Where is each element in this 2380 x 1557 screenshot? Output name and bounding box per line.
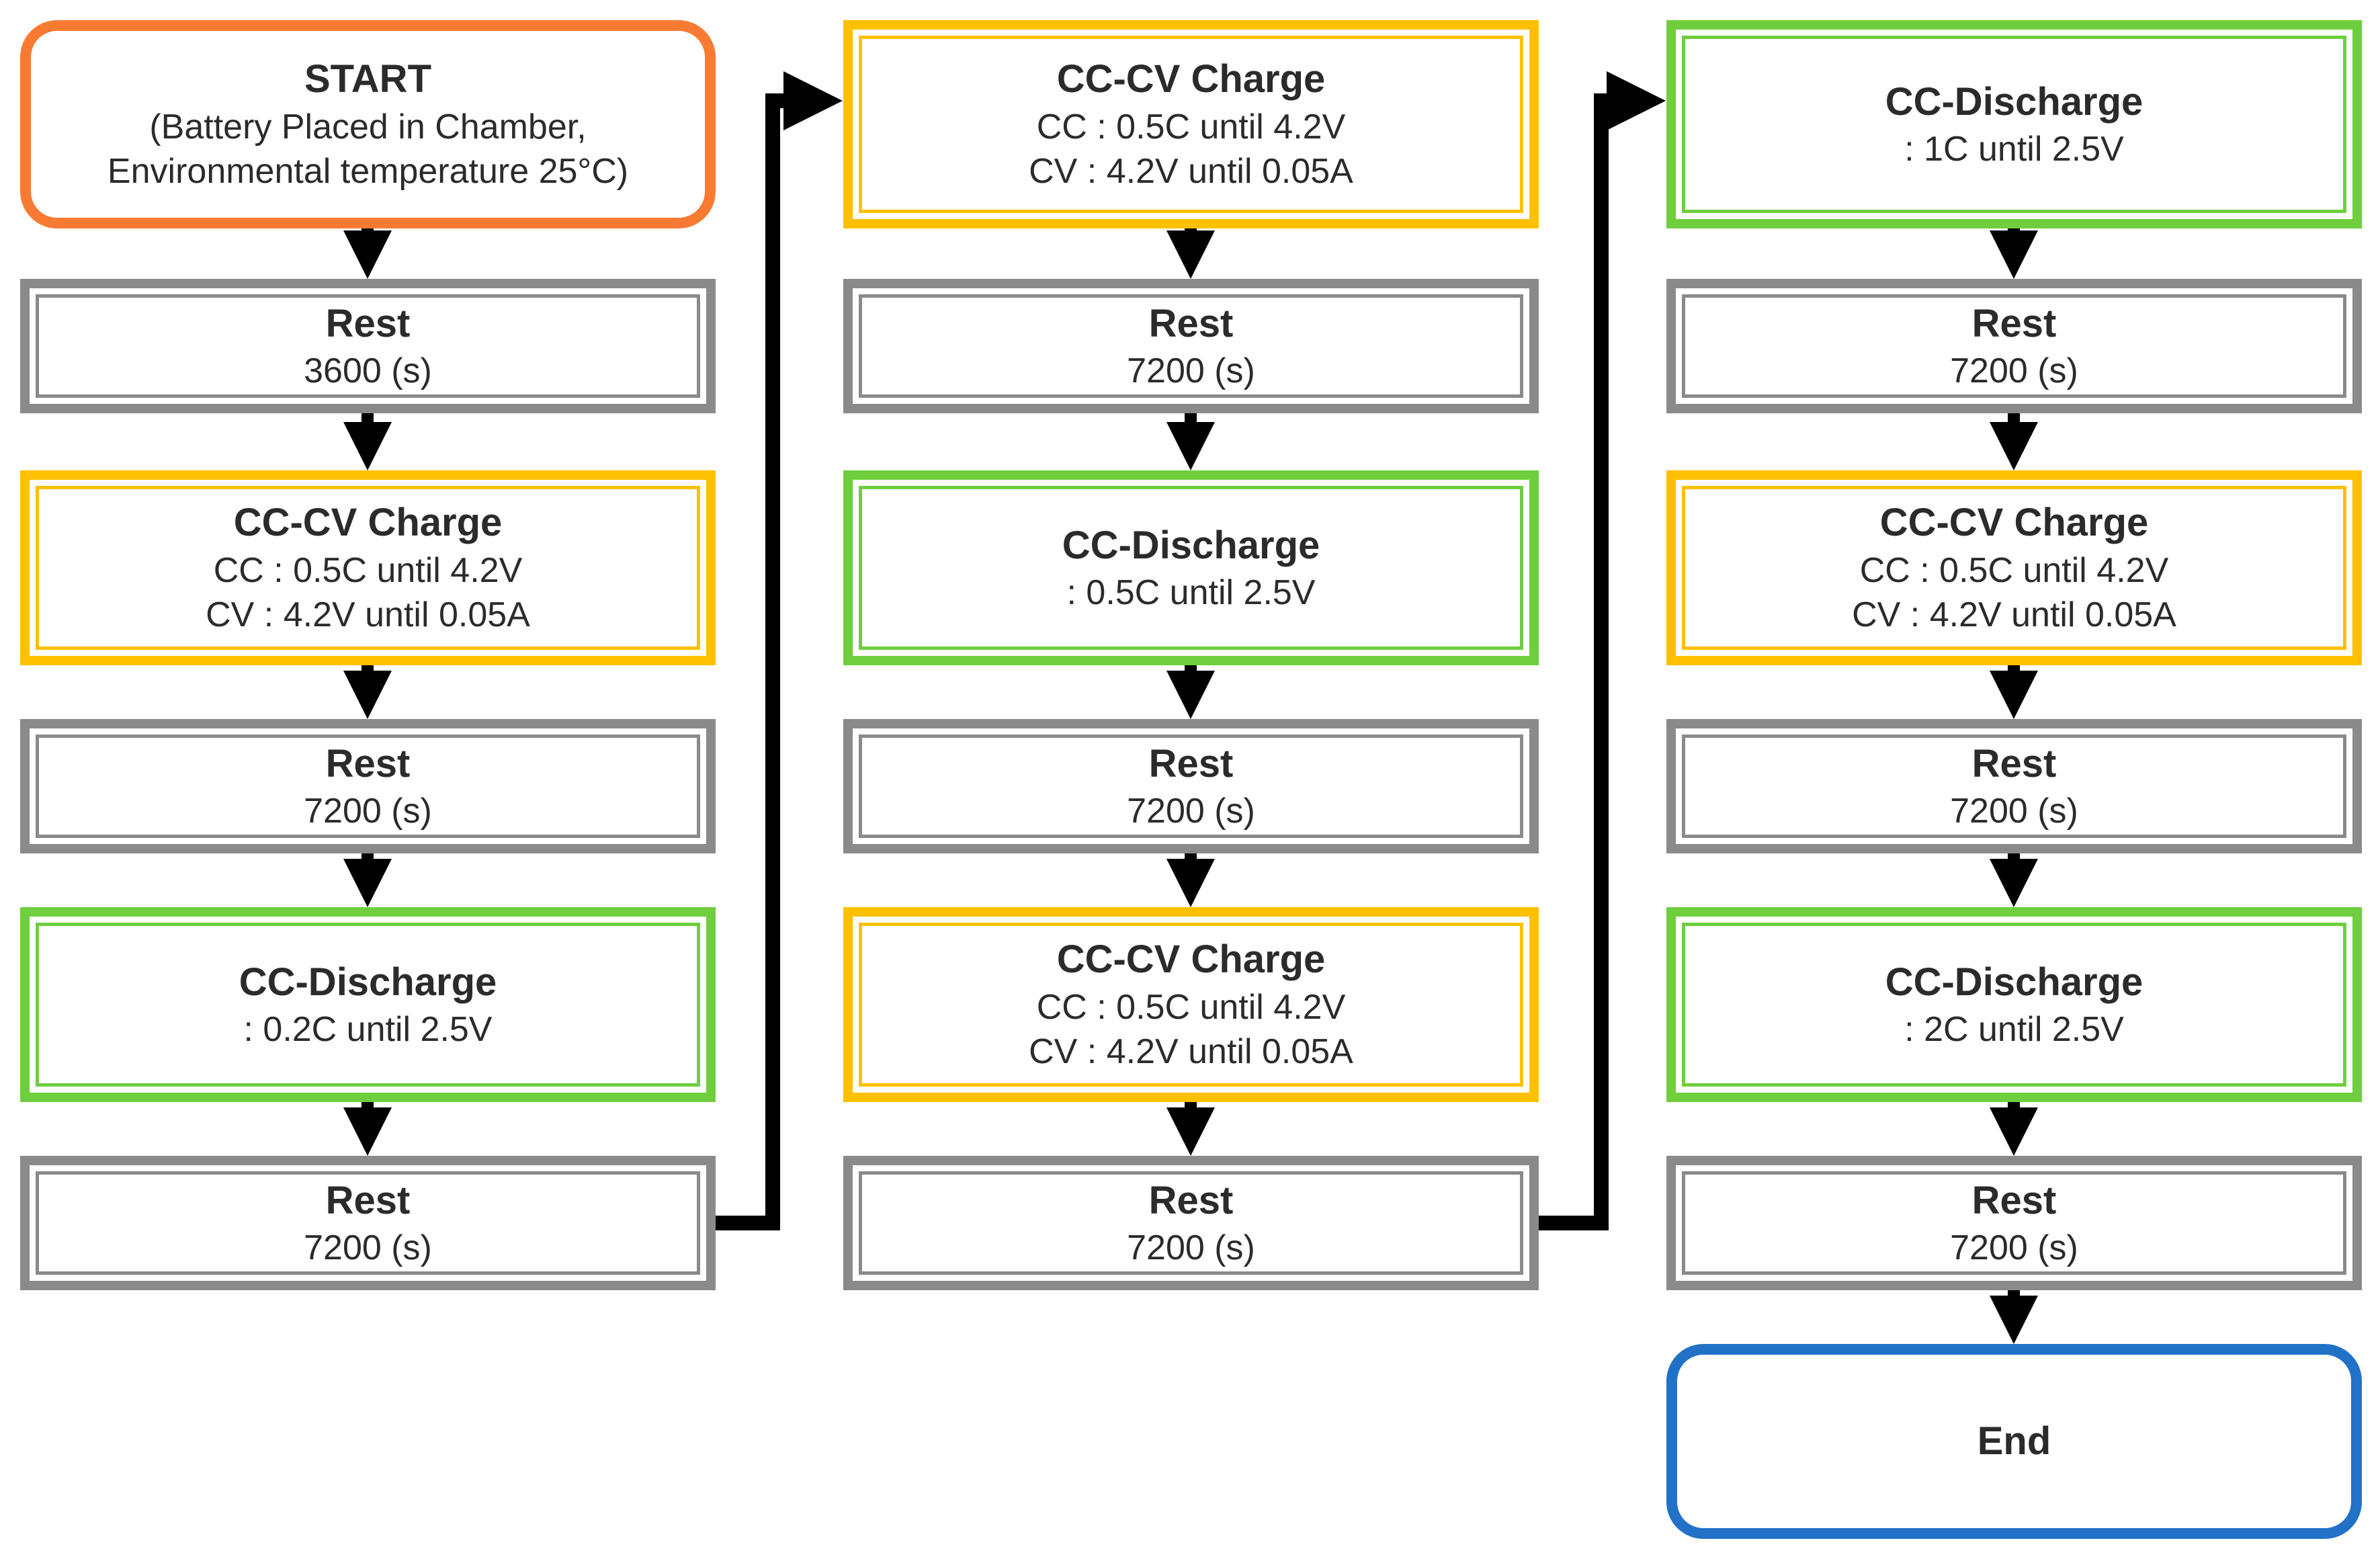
flow-column-3: CC-Discharge : 1C until 2.5V Rest 7200 (… bbox=[1666, 0, 2362, 1557]
node-title: Rest bbox=[325, 1178, 411, 1222]
rest-node: Rest 7200 (s) bbox=[1666, 279, 2362, 413]
rest-node: Rest 7200 (s) bbox=[1666, 719, 2362, 853]
node-title: Rest bbox=[1148, 301, 1234, 345]
node-line: 7200 (s) bbox=[304, 1228, 432, 1267]
rest-node: Rest 7200 (s) bbox=[20, 719, 716, 853]
node-title: Rest bbox=[1148, 1178, 1234, 1222]
node-line: CV : 4.2V until 0.05A bbox=[206, 595, 530, 635]
cc-cv-charge-node: CC-CV Charge CC : 0.5C until 4.2V CV : 4… bbox=[843, 907, 1539, 1102]
node-line: : 1C until 2.5V bbox=[1904, 129, 2124, 169]
rest-node: Rest 7200 (s) bbox=[843, 279, 1539, 413]
cc-cv-charge-node: CC-CV Charge CC : 0.5C until 4.2V CV : 4… bbox=[20, 470, 716, 665]
node-line: 7200 (s) bbox=[1127, 1228, 1255, 1267]
rest-node: Rest 7200 (s) bbox=[1666, 1156, 2362, 1290]
node-line: CC : 0.5C until 4.2V bbox=[1036, 107, 1346, 146]
node-title: Rest bbox=[1971, 301, 2057, 345]
node-title: CC-Discharge bbox=[1062, 523, 1320, 567]
cc-discharge-node: CC-Discharge : 2C until 2.5V bbox=[1666, 907, 2362, 1102]
node-line: CV : 4.2V until 0.05A bbox=[1852, 595, 2176, 635]
node-title: End bbox=[1977, 1419, 2051, 1463]
node-line: : 0.5C until 2.5V bbox=[1066, 573, 1316, 612]
node-line: 7200 (s) bbox=[1127, 351, 1255, 390]
elbow-connector-col1-to-col2 bbox=[711, 71, 843, 1230]
node-title: Rest bbox=[325, 301, 411, 345]
node-line: Environmental temperature 25°C) bbox=[107, 152, 629, 192]
node-line: : 0.2C until 2.5V bbox=[243, 1009, 493, 1049]
node-title: CC-CV Charge bbox=[1879, 501, 2149, 545]
node-line: 7200 (s) bbox=[1950, 351, 2078, 390]
node-title: CC-CV Charge bbox=[233, 501, 503, 545]
node-line: CV : 4.2V until 0.05A bbox=[1029, 1032, 1353, 1072]
elbow-connector-col2-to-col3 bbox=[1534, 71, 1666, 1230]
node-line: 3600 (s) bbox=[304, 351, 432, 390]
node-title: Rest bbox=[1148, 741, 1234, 786]
node-line: CV : 4.2V until 0.05A bbox=[1029, 152, 1353, 192]
node-line: CC : 0.5C until 4.2V bbox=[213, 550, 523, 590]
start-node: START (Battery Placed in Chamber, Enviro… bbox=[20, 20, 716, 228]
rest-node: Rest 7200 (s) bbox=[20, 1156, 716, 1290]
node-line: (Battery Placed in Chamber, bbox=[149, 107, 587, 146]
cc-cv-charge-node: CC-CV Charge CC : 0.5C until 4.2V CV : 4… bbox=[843, 20, 1539, 228]
end-node: End bbox=[1666, 1344, 2362, 1539]
rest-node: Rest 7200 (s) bbox=[843, 1156, 1539, 1290]
cc-cv-charge-node: CC-CV Charge CC : 0.5C until 4.2V CV : 4… bbox=[1666, 470, 2362, 665]
node-title: CC-Discharge bbox=[239, 960, 497, 1004]
node-line: 7200 (s) bbox=[1950, 1228, 2078, 1267]
cc-discharge-node: CC-Discharge : 0.5C until 2.5V bbox=[843, 470, 1539, 665]
cc-discharge-node: CC-Discharge : 0.2C until 2.5V bbox=[20, 907, 716, 1102]
node-title: Rest bbox=[325, 741, 411, 786]
node-title: CC-CV Charge bbox=[1056, 937, 1326, 982]
node-title: Rest bbox=[1971, 1178, 2057, 1222]
node-title: CC-Discharge bbox=[1885, 960, 2143, 1004]
node-title: CC-Discharge bbox=[1885, 79, 2143, 124]
node-line: CC : 0.5C until 4.2V bbox=[1036, 987, 1346, 1027]
flow-column-2: CC-CV Charge CC : 0.5C until 4.2V CV : 4… bbox=[843, 0, 1539, 1557]
rest-node: Rest 3600 (s) bbox=[20, 279, 716, 413]
flow-column-1: START (Battery Placed in Chamber, Enviro… bbox=[20, 0, 716, 1557]
cc-discharge-node: CC-Discharge : 1C until 2.5V bbox=[1666, 20, 2362, 228]
node-line: 7200 (s) bbox=[1950, 791, 2078, 831]
node-line: 7200 (s) bbox=[1127, 791, 1255, 831]
node-title: CC-CV Charge bbox=[1056, 57, 1326, 101]
node-line: : 2C until 2.5V bbox=[1904, 1009, 2124, 1049]
node-line: 7200 (s) bbox=[304, 791, 432, 831]
rest-node: Rest 7200 (s) bbox=[843, 719, 1539, 853]
node-title: Rest bbox=[1971, 741, 2057, 786]
node-line: CC : 0.5C until 4.2V bbox=[1859, 550, 2169, 590]
node-title: START bbox=[304, 57, 431, 101]
